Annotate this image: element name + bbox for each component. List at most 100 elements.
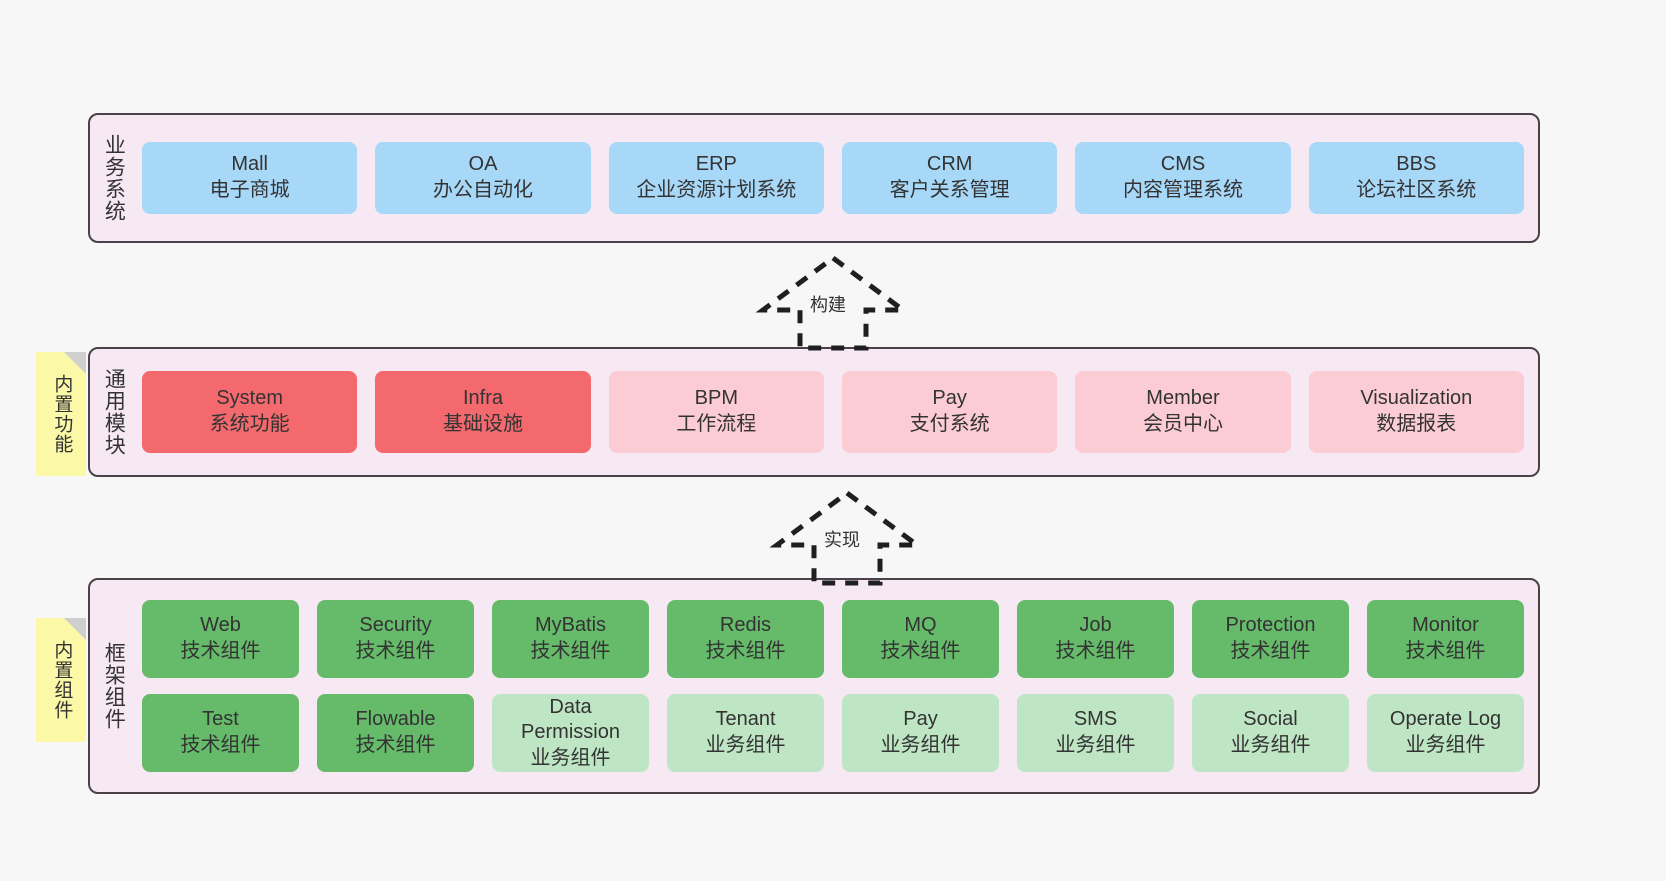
card-title: Pay <box>903 708 938 731</box>
card-title: Web <box>200 614 241 637</box>
card-title: Social <box>1243 708 1298 731</box>
card-subtitle: 技术组件 <box>1230 640 1311 662</box>
note-builtin-features: 内置功能 <box>36 352 86 476</box>
card-tenant[interactable]: Tenant 业务组件 <box>667 694 824 772</box>
card-title: OA <box>468 153 498 176</box>
card-title: System <box>216 387 283 410</box>
card-system[interactable]: System 系统功能 <box>142 371 358 453</box>
layer-title-business-systems: 业务系统 <box>102 134 126 222</box>
layer-row: Test 技术组件 Flowable 技术组件 Data Permission … <box>142 694 1524 772</box>
card-subtitle: 技术组件 <box>180 640 261 662</box>
layer-row: Mall 电子商城 OA 办公自动化 ERP 企业资源计划系统 CRM 客户关系… <box>142 142 1524 214</box>
card-title: Protection <box>1225 614 1316 637</box>
card-subtitle: 业务组件 <box>1055 734 1136 756</box>
card-subtitle: 业务组件 <box>1230 734 1311 756</box>
card-data-permission[interactable]: Data Permission 业务组件 <box>492 694 649 772</box>
card-title: Pay <box>932 387 967 410</box>
card-web[interactable]: Web 技术组件 <box>142 600 299 678</box>
card-title: MyBatis <box>534 614 607 637</box>
note-fold-corner-icon <box>64 352 86 374</box>
card-title: Visualization <box>1360 387 1473 410</box>
card-subtitle: 电子商城 <box>209 179 290 201</box>
card-title: Test <box>202 708 239 731</box>
card-pay-business[interactable]: Pay 业务组件 <box>842 694 999 772</box>
card-title: Security <box>359 614 432 637</box>
card-member[interactable]: Member 会员中心 <box>1075 371 1291 453</box>
card-subtitle: 论坛社区系统 <box>1356 179 1477 201</box>
card-title: SMS <box>1073 708 1118 731</box>
card-subtitle: 技术组件 <box>355 640 436 662</box>
card-bbs[interactable]: BBS 论坛社区系统 <box>1308 142 1524 214</box>
card-title: Monitor <box>1412 614 1479 637</box>
card-title: Operate Log <box>1389 708 1502 731</box>
card-pay[interactable]: Pay 支付系统 <box>841 371 1058 453</box>
card-subtitle: 技术组件 <box>705 640 786 662</box>
card-security[interactable]: Security 技术组件 <box>317 600 474 678</box>
note-label: 内置功能 <box>51 374 73 454</box>
layer-body-business-systems: Mall 电子商城 OA 办公自动化 ERP 企业资源计划系统 CRM 客户关系… <box>136 115 1538 241</box>
layer-body-framework-components: Web 技术组件 Security 技术组件 MyBatis 技术组件 Redi… <box>136 580 1538 792</box>
card-protection[interactable]: Protection 技术组件 <box>1192 600 1349 678</box>
layer-common-modules: 通用模块 System 系统功能 Infra 基础设施 BPM 工作流程 Pay… <box>88 347 1540 477</box>
card-title: CRM <box>926 153 973 176</box>
card-visualization[interactable]: Visualization 数据报表 <box>1308 371 1524 453</box>
card-job[interactable]: Job 技术组件 <box>1017 600 1174 678</box>
card-social[interactable]: Social 业务组件 <box>1192 694 1349 772</box>
layer-body-common-modules: System 系统功能 Infra 基础设施 BPM 工作流程 Pay 支付系统… <box>136 349 1538 475</box>
card-title: Redis <box>719 614 772 637</box>
connector-build-arrow <box>755 254 911 351</box>
card-title: Infra <box>462 387 503 410</box>
card-mybatis[interactable]: MyBatis 技术组件 <box>492 600 649 678</box>
card-title: MQ <box>904 614 937 637</box>
card-title: Job <box>1079 614 1112 637</box>
note-builtin-components: 内置组件 <box>36 618 86 742</box>
card-subtitle: 技术组件 <box>355 734 436 756</box>
card-title: CMS <box>1160 153 1206 176</box>
card-subtitle: 办公自动化 <box>432 179 533 201</box>
card-flowable[interactable]: Flowable 技术组件 <box>317 694 474 772</box>
card-subtitle: 技术组件 <box>1405 640 1486 662</box>
card-title: Mall <box>231 153 268 176</box>
layer-title-common-modules: 通用模块 <box>102 368 126 456</box>
card-bpm[interactable]: BPM 工作流程 <box>608 371 824 453</box>
card-subtitle: 企业资源计划系统 <box>636 179 797 201</box>
card-test[interactable]: Test 技术组件 <box>142 694 299 772</box>
card-redis[interactable]: Redis 技术组件 <box>667 600 824 678</box>
card-subtitle: 系统功能 <box>209 413 290 435</box>
card-subtitle: 业务组件 <box>880 734 961 756</box>
card-crm[interactable]: CRM 客户关系管理 <box>841 142 1058 214</box>
card-title: BPM <box>694 387 738 410</box>
card-title: Tenant <box>715 708 776 731</box>
layer-row: Web 技术组件 Security 技术组件 MyBatis 技术组件 Redi… <box>142 600 1524 678</box>
card-infra[interactable]: Infra 基础设施 <box>375 371 591 453</box>
card-subtitle: 业务组件 <box>530 746 611 769</box>
card-subtitle: 业务组件 <box>1405 734 1486 756</box>
card-title: Data Permission <box>521 695 620 744</box>
note-label: 内置组件 <box>51 640 73 720</box>
card-monitor[interactable]: Monitor 技术组件 <box>1367 600 1524 678</box>
card-title: Flowable <box>355 708 436 731</box>
layer-title-framework-components: 框架组件 <box>102 642 126 730</box>
card-mq[interactable]: MQ 技术组件 <box>842 600 999 678</box>
card-subtitle: 内容管理系统 <box>1122 179 1243 201</box>
card-subtitle: 客户关系管理 <box>889 179 1010 201</box>
card-title: ERP <box>695 153 737 176</box>
card-subtitle: 技术组件 <box>1055 640 1136 662</box>
card-subtitle: 基础设施 <box>442 413 523 435</box>
card-title: BBS <box>1396 153 1437 176</box>
card-operate-log[interactable]: Operate Log 业务组件 <box>1367 694 1524 772</box>
layer-row: System 系统功能 Infra 基础设施 BPM 工作流程 Pay 支付系统… <box>142 371 1524 453</box>
card-sms[interactable]: SMS 业务组件 <box>1017 694 1174 772</box>
card-mall[interactable]: Mall 电子商城 <box>142 142 358 214</box>
card-subtitle: 数据报表 <box>1376 413 1457 435</box>
card-title: Member <box>1146 387 1220 410</box>
note-fold-corner-icon <box>64 618 86 640</box>
card-subtitle: 技术组件 <box>880 640 961 662</box>
card-subtitle: 支付系统 <box>909 413 990 435</box>
card-cms[interactable]: CMS 内容管理系统 <box>1075 142 1291 214</box>
layer-business-systems: 业务系统 Mall 电子商城 OA 办公自动化 ERP 企业资源计划系统 CRM… <box>88 113 1540 243</box>
card-subtitle: 技术组件 <box>530 640 611 662</box>
card-oa[interactable]: OA 办公自动化 <box>375 142 591 214</box>
card-erp[interactable]: ERP 企业资源计划系统 <box>608 142 824 214</box>
